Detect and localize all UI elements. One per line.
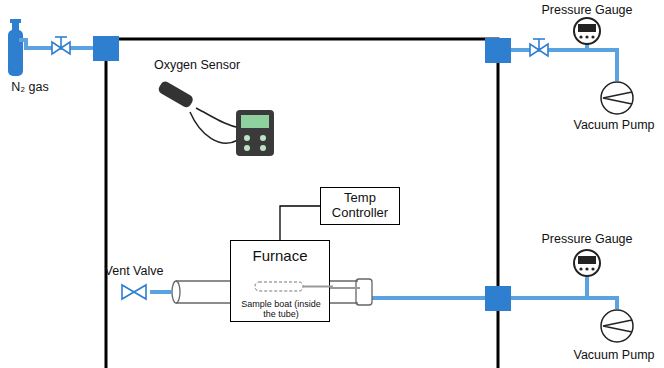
- wall-port: [485, 38, 511, 63]
- sample-boat: Sample boat (inside the tube): [239, 279, 323, 320]
- part-label: Vacuum Pump: [573, 118, 654, 132]
- part-label: N₂ gas: [11, 80, 49, 94]
- gauge-stem: [585, 277, 589, 298]
- glovebox-wall: [106, 39, 498, 368]
- valve-symbol: [52, 37, 70, 54]
- vacuum-pump: [601, 82, 633, 114]
- wall-port: [485, 286, 511, 311]
- wall-port: [93, 36, 119, 61]
- vacuum-pipe: [511, 50, 617, 81]
- vacuum-pipe: [372, 298, 617, 309]
- part-label: Vent Valve: [105, 264, 164, 278]
- vent-pipe: [150, 290, 172, 294]
- node-text: Sample boat (inside the tube): [239, 299, 323, 320]
- part-label: Vacuum Pump: [573, 348, 654, 362]
- node-text: Temp Controller: [321, 188, 399, 224]
- valve-symbol: [530, 39, 548, 56]
- pressure-gauge: [574, 18, 600, 44]
- pressure-gauge: [574, 250, 600, 276]
- controller-box: Temp Controller: [320, 187, 400, 225]
- boat-outline: [239, 279, 323, 293]
- oxygen-sensor: [157, 80, 274, 156]
- furnace-box: FurnaceSample boat (inside the tube): [230, 240, 330, 322]
- gas-cylinder: [8, 19, 23, 76]
- part-label: Pressure Gauge: [541, 232, 632, 246]
- valve-symbol: [122, 285, 146, 299]
- part-label: Pressure Gauge: [541, 3, 632, 17]
- node-text: Furnace: [231, 241, 329, 264]
- part-label: Oxygen Sensor: [154, 58, 240, 72]
- vacuum-pump: [601, 310, 633, 342]
- control-wire: [280, 206, 320, 240]
